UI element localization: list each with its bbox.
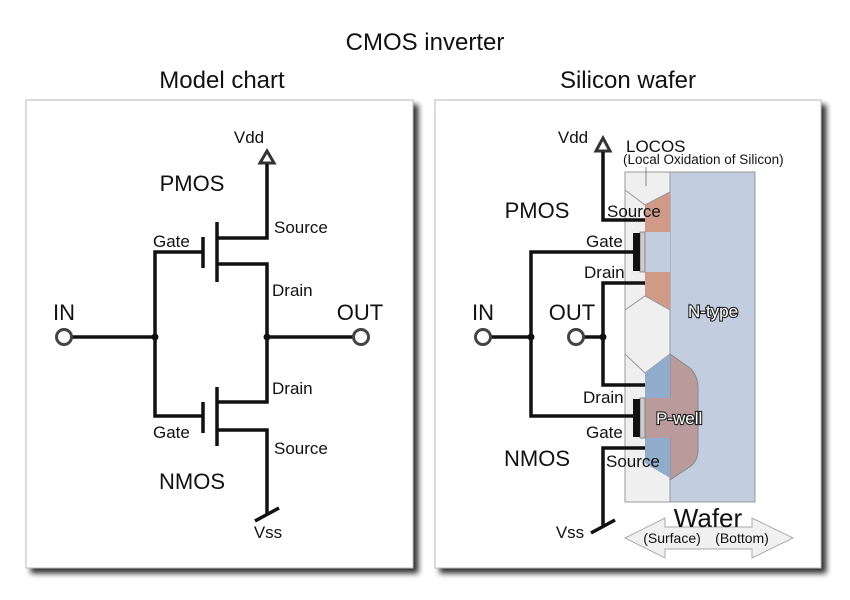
junction-dot — [599, 333, 607, 341]
wafer-direction-arrow-icon — [623, 517, 795, 559]
nmos-source-region — [645, 438, 670, 478]
pmos-drain-label: Drain — [584, 263, 625, 282]
out-label: OUT — [337, 300, 383, 325]
pmos-gate-electrode — [633, 233, 640, 271]
in-label: IN — [53, 300, 75, 325]
pmos-drain-label: Drain — [272, 281, 313, 300]
junction-dot — [263, 333, 271, 341]
pmos-channel-region — [645, 232, 670, 272]
pmos-gate-oxide — [639, 231, 646, 273]
vss-label: Vss — [254, 523, 282, 542]
nmos-gate-electrode — [633, 399, 640, 437]
junction-dot — [151, 333, 159, 341]
panel-frame — [25, 99, 414, 569]
bottom-label: (Bottom) — [715, 530, 769, 546]
nmos-drain-region — [645, 354, 670, 398]
out-label: OUT — [549, 300, 595, 325]
p-well-label: P-well — [656, 409, 702, 428]
vdd-arrow-icon — [257, 148, 277, 165]
out-terminal-icon — [567, 328, 585, 346]
n-type-label: N-type — [688, 302, 738, 321]
locos-label: LOCOS — [626, 137, 686, 156]
nmos-gate-label: Gate — [586, 423, 623, 442]
silicon-wafer-panel: Vdd LOCOS (Local Oxidation of Silicon) P… — [434, 99, 822, 569]
wafer-label: Wafer — [674, 503, 743, 533]
pmos-source-label: Source — [274, 218, 328, 237]
main-title: CMOS inverter — [346, 29, 505, 56]
surface-label: (Surface) — [643, 530, 701, 546]
nmos-drain-label: Drain — [272, 379, 313, 398]
vdd-label: Vdd — [558, 128, 588, 147]
vss-label: Vss — [556, 523, 584, 542]
vdd-label: Vdd — [234, 128, 264, 147]
model-chart-panel: Vdd PMOS Source Gate Drain IN OUT Drain … — [25, 99, 414, 569]
nmos-gate-label: Gate — [153, 423, 190, 442]
p-well-region — [669, 353, 699, 481]
in-terminal-icon — [55, 328, 73, 346]
out-terminal-icon — [352, 328, 370, 346]
junction-dot — [527, 333, 535, 341]
vss-ground-icon — [254, 506, 280, 523]
nmos-channel-region — [645, 398, 671, 438]
pmos-gate-label: Gate — [586, 232, 623, 251]
wafer-cross-section — [624, 167, 756, 503]
left-panel-title: Model chart — [159, 67, 285, 94]
nmos-label: NMOS — [159, 469, 225, 494]
pmos-label: PMOS — [505, 198, 570, 223]
in-terminal-icon — [474, 328, 492, 346]
vdd-arrow-icon — [593, 134, 613, 153]
pmos-source-label: Source — [607, 202, 661, 221]
circuit-wires — [72, 148, 353, 523]
nmos-drain-label: Drain — [583, 388, 624, 407]
nmos-source-label: Source — [606, 452, 660, 471]
right-panel-title: Silicon wafer — [560, 67, 696, 94]
vss-ground-icon — [590, 518, 616, 535]
pmos-drain-region — [645, 272, 670, 310]
nmos-label: NMOS — [504, 446, 570, 471]
nmos-gate-oxide — [639, 397, 646, 439]
pmos-gate-label: Gate — [153, 232, 190, 251]
nmos-source-label: Source — [274, 439, 328, 458]
locos-top — [624, 171, 671, 206]
locos-full-label: (Local Oxidation of Silicon) — [623, 152, 784, 167]
in-label: IN — [472, 300, 494, 325]
pmos-label: PMOS — [160, 171, 225, 196]
